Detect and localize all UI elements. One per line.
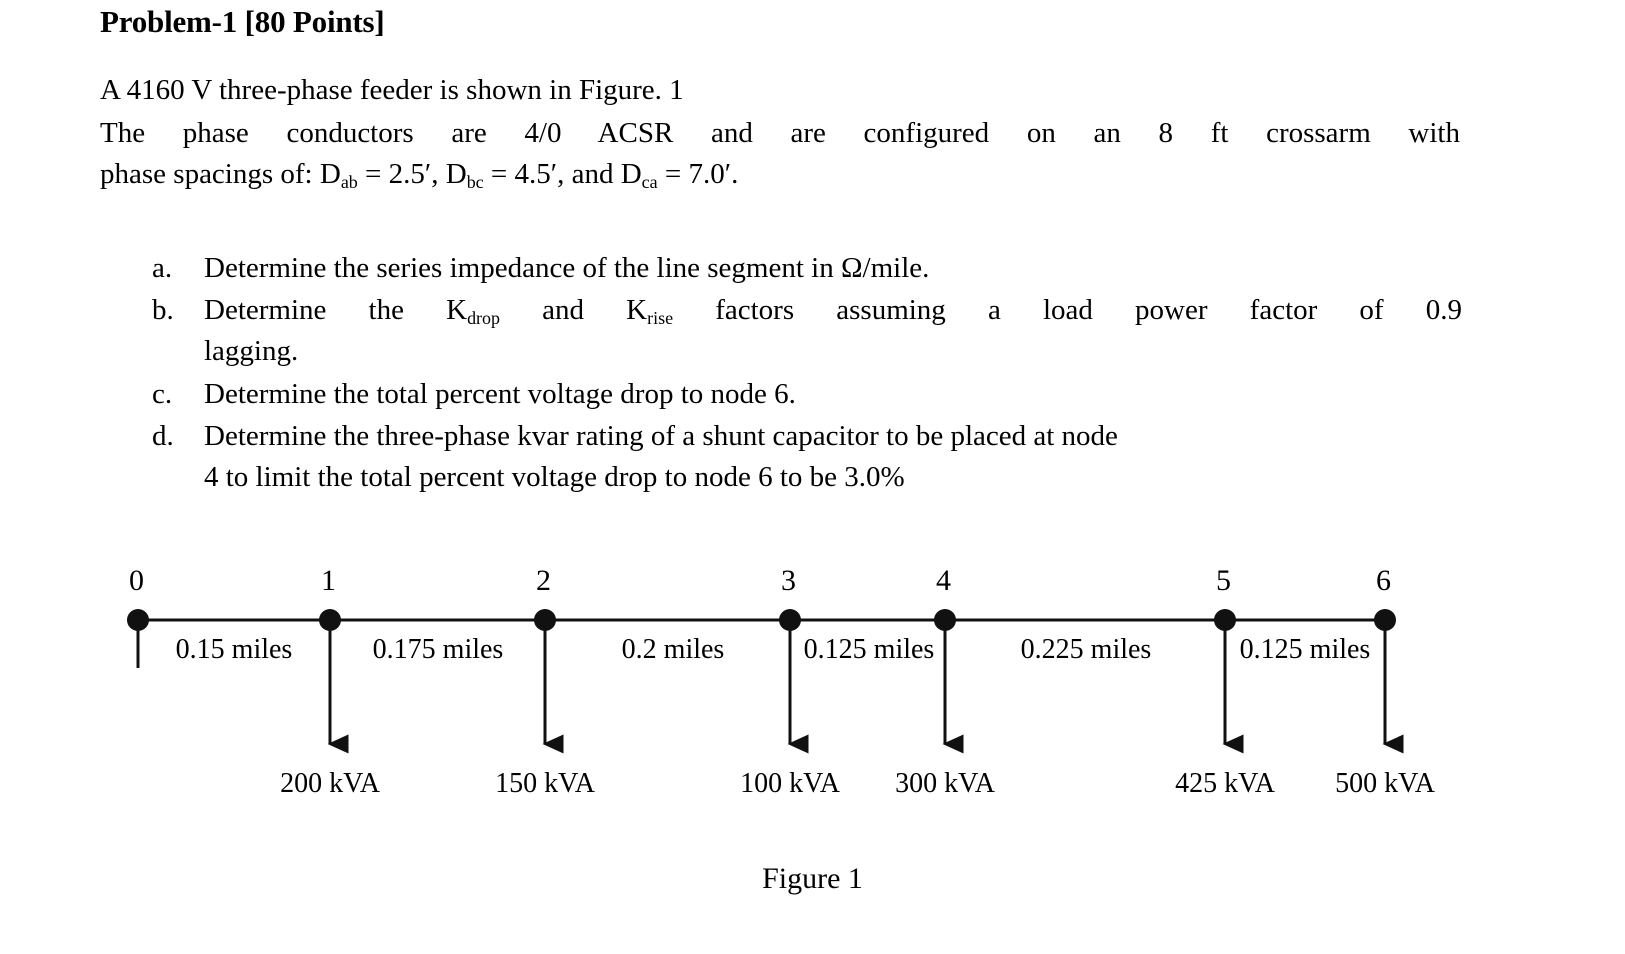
question-list: a. Determine the series impedance of the… bbox=[152, 248, 1462, 499]
list-marker-d: d. bbox=[152, 419, 174, 452]
list-item-b-line-2: lagging. bbox=[204, 335, 299, 368]
list-item-d: d. Determine the three-phase kvar rating… bbox=[152, 416, 1462, 498]
subscript-ab: ab bbox=[340, 172, 358, 193]
list-item-b-mid: and K bbox=[500, 294, 648, 327]
load-label-node-2: 150 kVA bbox=[495, 768, 595, 799]
list-marker-b: b. bbox=[152, 294, 174, 327]
subscript-drop: drop bbox=[467, 308, 500, 329]
intro-paragraph: A 4160 V three-phase feeder is shown in … bbox=[100, 70, 1460, 196]
subscript-bc: bc bbox=[466, 172, 484, 193]
load-label-node-3: 100 kVA bbox=[740, 768, 840, 799]
segment-label-1-2: 0.175 miles bbox=[372, 634, 504, 665]
segment-label-5-6: 0.125 miles bbox=[1239, 634, 1371, 665]
node-label-0: 0 bbox=[129, 564, 144, 597]
node-label-4: 4 bbox=[936, 564, 951, 597]
segment-label-2-3: 0.2 miles bbox=[621, 634, 725, 665]
intro-block: The phase conductors are 4/0 ACSR and ar… bbox=[100, 113, 1460, 195]
list-marker-c: c. bbox=[152, 377, 173, 410]
segment-label-4-5: 0.225 miles bbox=[1020, 634, 1152, 665]
list-item-b-pre: Determine the K bbox=[204, 294, 468, 327]
figure-caption: Figure 1 bbox=[762, 862, 863, 895]
node-label-6: 6 bbox=[1376, 564, 1391, 597]
list-item-b-post: factors assuming a load power factor of … bbox=[673, 294, 1462, 327]
subscript-ca: ca bbox=[641, 172, 658, 193]
node-label-3: 3 bbox=[781, 564, 796, 597]
list-item-d-line-2: 4 to limit the total percent voltage dro… bbox=[204, 460, 905, 493]
node-label-2: 2 bbox=[536, 564, 551, 597]
node-label-1: 1 bbox=[321, 564, 336, 597]
feeder-diagram-svg bbox=[127, 609, 1404, 754]
intro-line-3-suffix: = 7.0′. bbox=[657, 158, 739, 191]
list-item-d-line-1: Determine the three-phase kvar rating of… bbox=[204, 419, 1118, 452]
list-item-c: c. Determine the total percent voltage d… bbox=[152, 374, 1462, 415]
list-item-a-text: Determine the series impedance of the li… bbox=[204, 252, 930, 284]
intro-line-3-prefix: phase spacings of: D bbox=[100, 158, 341, 191]
node-label-5: 5 bbox=[1216, 564, 1231, 597]
intro-line-3: phase spacings of: Dab = 2.5′, Dbc = 4.5… bbox=[100, 154, 1460, 195]
page-title: Problem-1 [80 Points] bbox=[100, 4, 385, 39]
load-label-node-1: 200 kVA bbox=[280, 768, 380, 799]
subscript-rise: rise bbox=[647, 308, 674, 329]
list-item-b-text: Determine the Kdrop and Krise factors as… bbox=[204, 290, 1462, 372]
list-marker-a: a. bbox=[152, 252, 173, 284]
load-label-node-5: 425 kVA bbox=[1175, 768, 1275, 799]
intro-line-3-mid-2: = 4.5′, and D bbox=[483, 158, 642, 191]
segment-label-0-1: 0.15 miles bbox=[175, 634, 293, 665]
feeder-diagram: 0 1 200 kVA 2 150 kVA 3 100 kVA 4 300 kVA 5 425 kV… bbox=[0, 556, 1625, 896]
list-item-b: b. Determine the Kdrop and Krise factors… bbox=[152, 290, 1462, 372]
list-item-c-text: Determine the total percent voltage drop… bbox=[204, 377, 796, 410]
list-item-a: a. Determine the series impedance of the… bbox=[152, 248, 1462, 289]
load-label-node-4: 300 kVA bbox=[895, 768, 995, 799]
intro-line-2: The phase conductors are 4/0 ACSR and ar… bbox=[100, 117, 1460, 150]
intro-line-1: A 4160 V three-phase feeder is shown in … bbox=[100, 74, 684, 106]
list-item-b-line-1: Determine the Kdrop and Krise factors as… bbox=[204, 290, 1462, 331]
intro-line-3-mid-1: = 2.5′, D bbox=[357, 158, 467, 191]
list-item-d-text: Determine the three-phase kvar rating of… bbox=[204, 416, 1462, 498]
segment-label-3-4: 0.125 miles bbox=[803, 634, 935, 665]
load-label-node-6: 500 kVA bbox=[1335, 768, 1435, 799]
